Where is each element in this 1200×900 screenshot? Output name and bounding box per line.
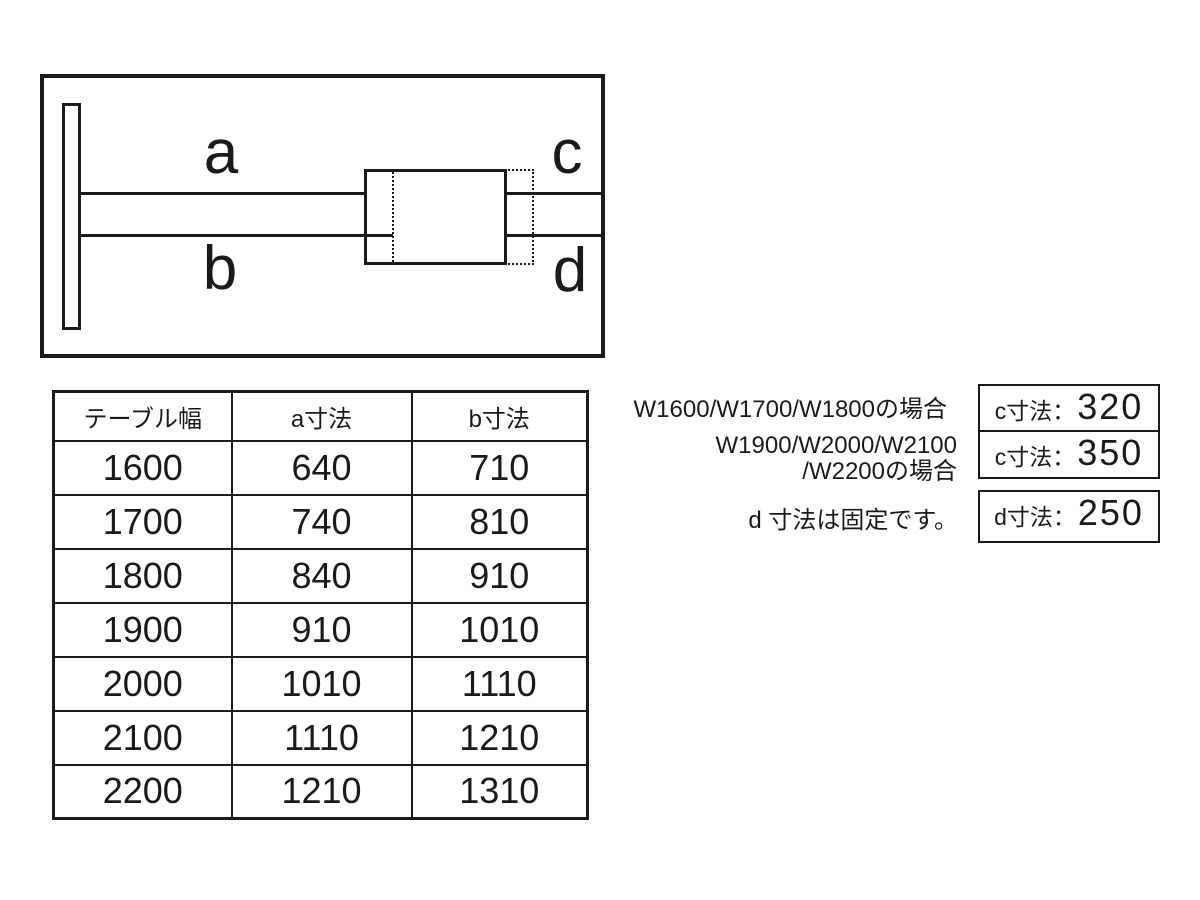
dim-box-d-250: d寸法： 250 <box>978 490 1160 543</box>
table-cell: 810 <box>410 493 589 550</box>
table-cell: 640 <box>230 439 413 496</box>
header-b-dim: b寸法 <box>410 390 589 442</box>
dim-label-d: d <box>552 236 588 305</box>
table-cell: 1110 <box>410 655 589 712</box>
table-cell: 1010 <box>230 655 413 712</box>
dim-label-c: c <box>551 118 583 187</box>
table-row: 1800 840 910 <box>52 547 589 604</box>
table-row: 2200 1210 1310 <box>52 763 589 820</box>
dim-box-c-350: c寸法： 350 <box>978 430 1160 479</box>
dim-box-label: c寸法： <box>994 398 1076 424</box>
dim-box-label: c寸法： <box>994 444 1076 470</box>
dim-box-label: d寸法： <box>994 504 1076 530</box>
dim-box-value: 320 <box>1077 386 1144 427</box>
table-cell: 710 <box>410 439 589 496</box>
table-cell: 740 <box>230 493 413 550</box>
table-row: 1600 640 710 <box>52 439 589 496</box>
table-cell: 1110 <box>230 709 413 766</box>
table-cell: 910 <box>410 547 589 604</box>
tabletop-outline <box>40 74 605 358</box>
note-case-w1600-w1800: W1600/W1700/W1800の場合 <box>633 396 947 423</box>
table-row: 1700 740 810 <box>52 493 589 550</box>
header-table-width: テーブル幅 <box>52 390 233 442</box>
slide-unit-box <box>364 169 507 265</box>
table-cell: 2100 <box>52 709 233 766</box>
note-case-w1900-w2200: W1900/W2000/W2100 /W2200の場合 <box>716 433 957 485</box>
dim-box-c-320: c寸法： 320 <box>978 384 1160 432</box>
table-row: 2100 1110 1210 <box>52 709 589 766</box>
note-case-line1: W1900/W2000/W2100 <box>715 432 957 459</box>
dimension-table: テーブル幅 a寸法 b寸法 1600 640 710 1700 740 810 … <box>52 390 589 820</box>
note-d-fixed: d 寸法は固定です。 <box>748 507 958 534</box>
dim-label-a: a <box>203 118 239 187</box>
rail-line-d <box>504 234 602 237</box>
table-cell: 1600 <box>52 439 233 496</box>
dim-box-value: 250 <box>1077 492 1144 533</box>
note-case-line2: /W2200の場合 <box>802 458 957 485</box>
table-row: 2000 1010 1110 <box>52 655 589 712</box>
rail-line-a <box>80 192 365 195</box>
table-header-row: テーブル幅 a寸法 b寸法 <box>52 390 589 442</box>
table-cell: 1010 <box>410 601 589 658</box>
header-a-dim: a寸法 <box>230 390 413 442</box>
rail-line-c <box>504 192 602 195</box>
table-row: 1900 910 1010 <box>52 601 589 658</box>
table-cell: 1210 <box>410 709 589 766</box>
slide-unit-ghost-outline <box>392 169 534 265</box>
table-end-panel <box>62 103 81 330</box>
table-cell: 1800 <box>52 547 233 604</box>
table-cell: 840 <box>230 547 413 604</box>
table-cell: 2000 <box>52 655 233 712</box>
table-cell: 910 <box>230 601 413 658</box>
table-cell: 1900 <box>52 601 233 658</box>
dim-label-b: b <box>202 234 238 303</box>
table-cell: 2200 <box>52 763 233 820</box>
table-cell: 1210 <box>230 763 413 820</box>
dim-box-value: 350 <box>1077 432 1144 473</box>
rail-line-b <box>80 234 393 237</box>
table-cell: 1310 <box>410 763 589 820</box>
table-cell: 1700 <box>52 493 233 550</box>
